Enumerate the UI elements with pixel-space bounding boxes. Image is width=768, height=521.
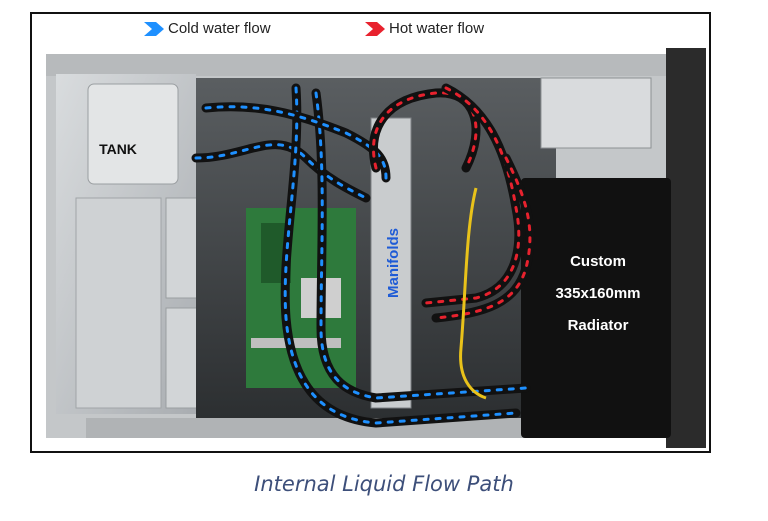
chassis-photo: TANK Manifolds Custom 335x160mm Radiator <box>46 48 706 448</box>
red-chevron-icon <box>365 21 385 36</box>
radiator-line-2: 335x160mm <box>555 285 640 302</box>
radiator-line-1: Custom <box>570 253 626 270</box>
figure-frame: Cold water flow Hot water flow <box>30 12 711 453</box>
motherboard <box>246 208 356 388</box>
yellow-cable <box>459 187 487 400</box>
blue-chevron-icon <box>144 21 164 36</box>
legend-cold: Cold water flow <box>144 20 271 37</box>
chassis-side-panel <box>666 48 706 448</box>
flow-legend: Cold water flow Hot water flow <box>32 18 709 40</box>
legend-cold-label: Cold water flow <box>168 20 271 37</box>
cold-water-hoses <box>191 83 531 428</box>
radiator: Custom 335x160mm Radiator <box>521 178 671 438</box>
tank-label: TANK <box>99 141 137 157</box>
legend-hot-label: Hot water flow <box>389 20 485 37</box>
drive-bay <box>540 77 652 149</box>
legend-hot: Hot water flow <box>365 20 484 37</box>
chassis-top-rail <box>46 54 666 76</box>
radiator-line-3: Radiator <box>568 317 629 334</box>
figure-caption: Internal Liquid Flow Path <box>254 472 514 496</box>
hot-water-hoses <box>369 83 535 323</box>
manifolds-label: Manifolds <box>385 228 402 298</box>
